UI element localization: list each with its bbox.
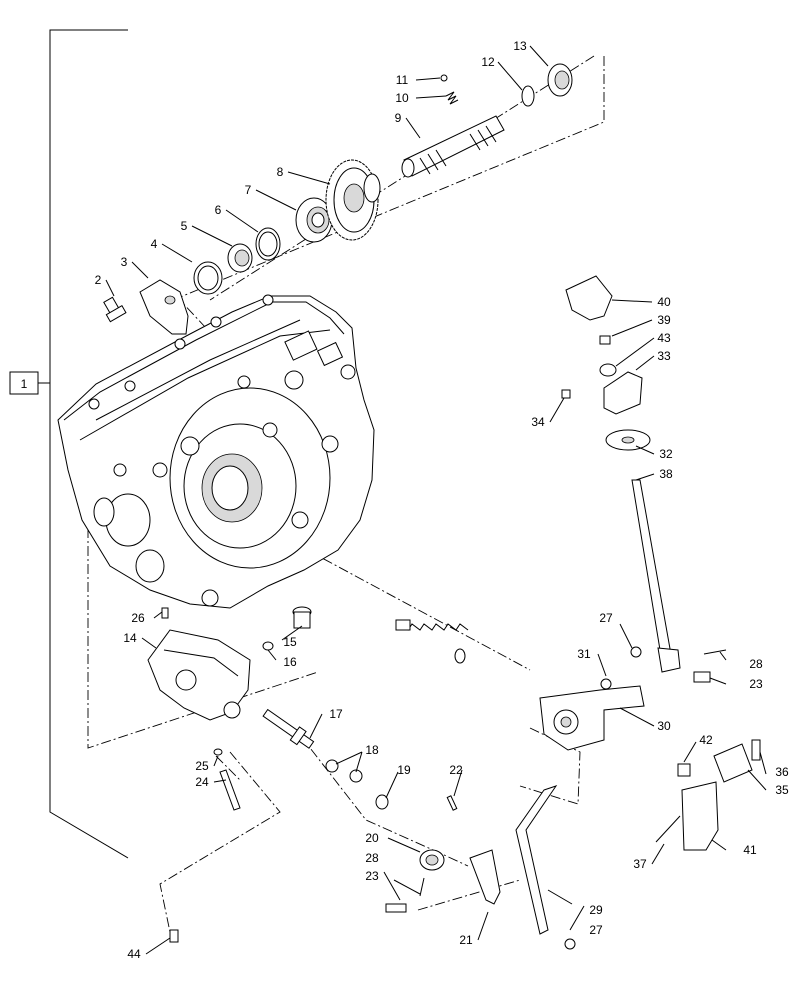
callout-14: 14 <box>123 631 137 645</box>
knob-40 <box>565 275 613 321</box>
callout-40: 40 <box>657 295 671 309</box>
cover-plate-3 <box>139 279 189 335</box>
bracket-41 <box>681 781 719 851</box>
callout-15: 15 <box>283 635 297 649</box>
callout-25: 25 <box>195 759 209 773</box>
screw-37 <box>655 815 681 843</box>
callout-7: 7 <box>245 183 252 197</box>
callout-9: 9 <box>395 111 402 125</box>
o-ring-18a <box>325 759 339 773</box>
dowel-26 <box>161 607 169 619</box>
callout-27-upper: 27 <box>599 611 613 625</box>
callout-21: 21 <box>459 933 473 947</box>
callout-22: 22 <box>449 763 463 777</box>
block-33 <box>603 371 643 415</box>
callout-16: 16 <box>283 655 297 669</box>
callout-43: 43 <box>657 331 671 345</box>
callout-10: 10 <box>395 91 409 105</box>
callout-29: 29 <box>589 903 603 917</box>
ball-11 <box>440 74 448 82</box>
bolt-24 <box>219 769 241 811</box>
pin-23a <box>385 903 407 913</box>
callout-42: 42 <box>699 733 713 747</box>
callout-8: 8 <box>277 165 284 179</box>
bolt-2 <box>103 296 127 323</box>
plug-15 <box>292 606 312 629</box>
callout-28-upper: 28 <box>749 657 763 671</box>
callout-2: 2 <box>95 273 102 287</box>
callout-31: 31 <box>577 647 591 661</box>
callout-6: 6 <box>215 203 222 217</box>
callout-44: 44 <box>127 947 141 961</box>
callout-23-upper: 23 <box>749 677 763 691</box>
assembly-label: 1 <box>21 377 28 391</box>
clip-27b <box>564 938 576 950</box>
shaft-assembly-parts <box>103 63 573 335</box>
callout-18: 18 <box>365 743 379 757</box>
bolt-42 <box>677 763 691 777</box>
callout-20: 20 <box>365 831 379 845</box>
o-ring-18b <box>349 769 363 783</box>
control-lever-parts <box>515 275 761 950</box>
callout-35: 35 <box>775 783 789 797</box>
cover-14 <box>147 629 251 721</box>
callout-5: 5 <box>181 219 188 233</box>
callout-28-lower: 28 <box>365 851 379 865</box>
bracket-36 <box>751 739 761 761</box>
callout-leaders <box>105 45 767 955</box>
callout-24: 24 <box>195 775 209 789</box>
cotter-pin-28b <box>703 649 727 655</box>
callout-30: 30 <box>657 719 671 733</box>
callout-38: 38 <box>659 467 673 481</box>
screw-44 <box>169 929 179 943</box>
callout-33: 33 <box>657 349 671 363</box>
clip-27a <box>630 646 642 658</box>
callout-36: 36 <box>775 765 789 779</box>
pin-22 <box>446 795 458 811</box>
washer-25 <box>213 748 223 756</box>
washer-16 <box>262 641 274 651</box>
assembly-bracket: 1 <box>9 29 129 859</box>
callout-32: 32 <box>659 447 673 461</box>
switch-35 <box>713 743 753 783</box>
setscrew-34 <box>561 389 571 399</box>
callout-34: 34 <box>531 415 545 429</box>
callout-17: 17 <box>329 707 343 721</box>
linkage-29 <box>515 785 558 935</box>
callout-12: 12 <box>481 55 495 69</box>
nut-39 <box>599 335 611 345</box>
callout-37: 37 <box>633 857 647 871</box>
callout-labels: 2 3 4 5 6 7 8 9 10 11 12 13 14 15 16 17 … <box>95 39 789 961</box>
lever-21 <box>469 849 501 905</box>
cotter-pin-28a <box>419 877 425 897</box>
callout-19: 19 <box>397 763 411 777</box>
detent-spring <box>395 619 469 664</box>
shift-rod-17 <box>262 708 315 749</box>
snap-ring-12 <box>521 85 535 107</box>
washer-43 <box>599 363 617 377</box>
callout-13: 13 <box>513 39 527 53</box>
callout-27-lower: 27 <box>589 923 603 937</box>
shaft-9 <box>401 115 505 178</box>
transmission-housing <box>57 294 375 609</box>
spring-10 <box>445 91 459 105</box>
callout-39: 39 <box>657 313 671 327</box>
shifter-cover-parts <box>147 606 501 943</box>
ring-19 <box>375 794 389 810</box>
lever-rod-38 <box>631 479 673 663</box>
callout-41: 41 <box>743 843 757 857</box>
callout-11: 11 <box>396 73 409 87</box>
pin-23b <box>693 671 711 683</box>
callout-4: 4 <box>151 237 158 251</box>
callout-3: 3 <box>121 255 128 269</box>
clip-31 <box>600 678 612 690</box>
callout-26: 26 <box>131 611 145 625</box>
callout-23-lower: 23 <box>365 869 379 883</box>
